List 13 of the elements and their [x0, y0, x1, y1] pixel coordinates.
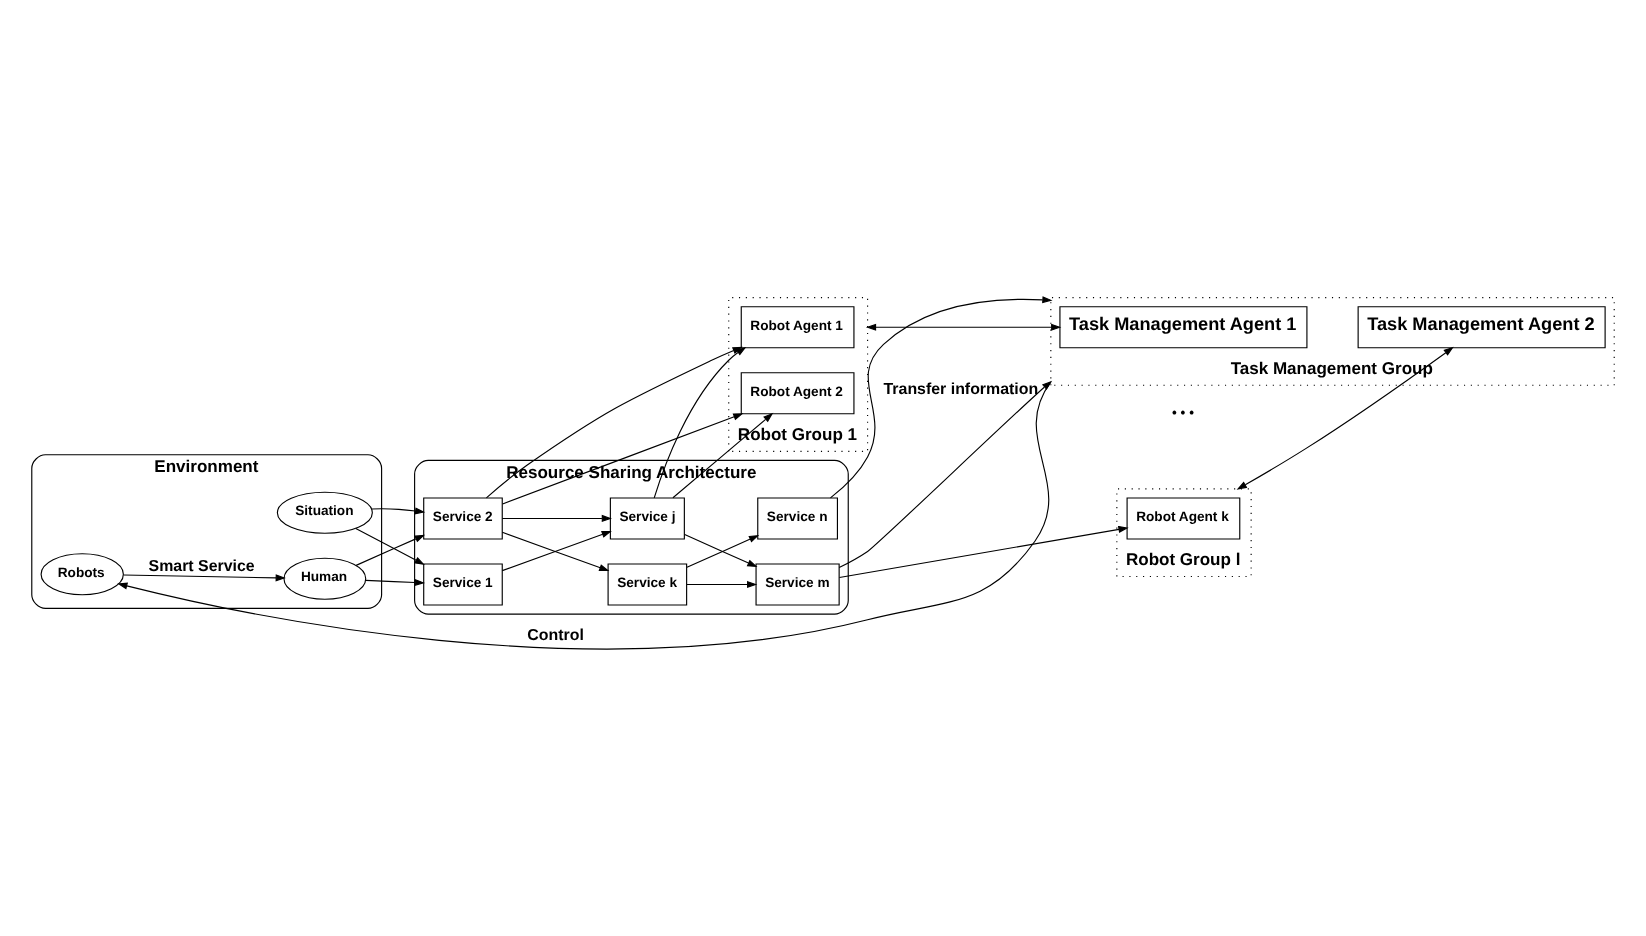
- arrow: [501, 513, 612, 522]
- arrow: [865, 322, 1062, 330]
- arrow: [371, 506, 426, 514]
- arrow: [123, 573, 286, 581]
- node-box: Task Management Agent 1: [1059, 305, 1308, 348]
- arrow: [672, 411, 774, 498]
- arrow: [1236, 345, 1454, 489]
- arrow: [355, 526, 425, 564]
- arrow: [686, 579, 758, 588]
- arrow: [365, 577, 426, 586]
- node-box: Task Management Agent 2: [1357, 305, 1606, 348]
- arrow: [838, 524, 1129, 578]
- arrow: [355, 533, 426, 565]
